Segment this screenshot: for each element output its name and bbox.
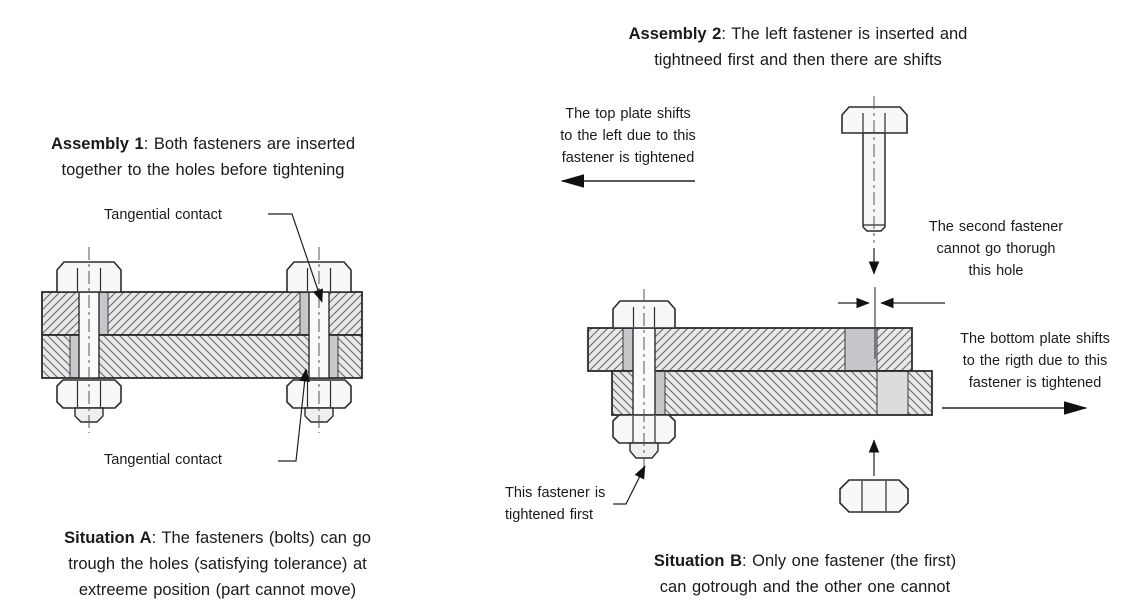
assembly2-loose-nut [839,479,909,513]
bottom-plate-hole [876,371,909,415]
tangential-contact-label-bottom: Tangential contact [104,452,222,468]
situation-b-text: Situation B: Only one fastener (the firs… [653,552,957,596]
leader-first-fastener [613,465,646,505]
situation-a-text: Situation A: The fasteners (bolts) can g… [64,529,371,599]
first-fastener-label: This fastener is tightened first [505,485,606,523]
assembly2-installed-bolt [612,289,676,470]
assembly2-title: Assembly 2: The left fastener is inserte… [628,25,968,69]
leader-tangential-bottom [278,368,310,462]
top-plate-shift-label: The top plate shifts to the left due to … [560,106,696,166]
assembly1-drawing [41,213,363,462]
assembly2-loose-bolt [841,96,908,243]
tangential-contact-label-top: Tangential contact [104,207,222,223]
bottom-plate-shift-label: The bottom plate shifts to the rigth due… [960,331,1110,391]
assembly1-title: Assembly 1: Both fasteners are inserted … [51,135,355,179]
assembly2-drawing [560,96,1088,513]
leader-tangential-top [268,213,323,303]
assembly1-left-bolt [56,247,122,433]
second-fastener-label: The second fastener cannot go thorugh th… [928,219,1064,279]
top-plate-hole [844,328,878,371]
